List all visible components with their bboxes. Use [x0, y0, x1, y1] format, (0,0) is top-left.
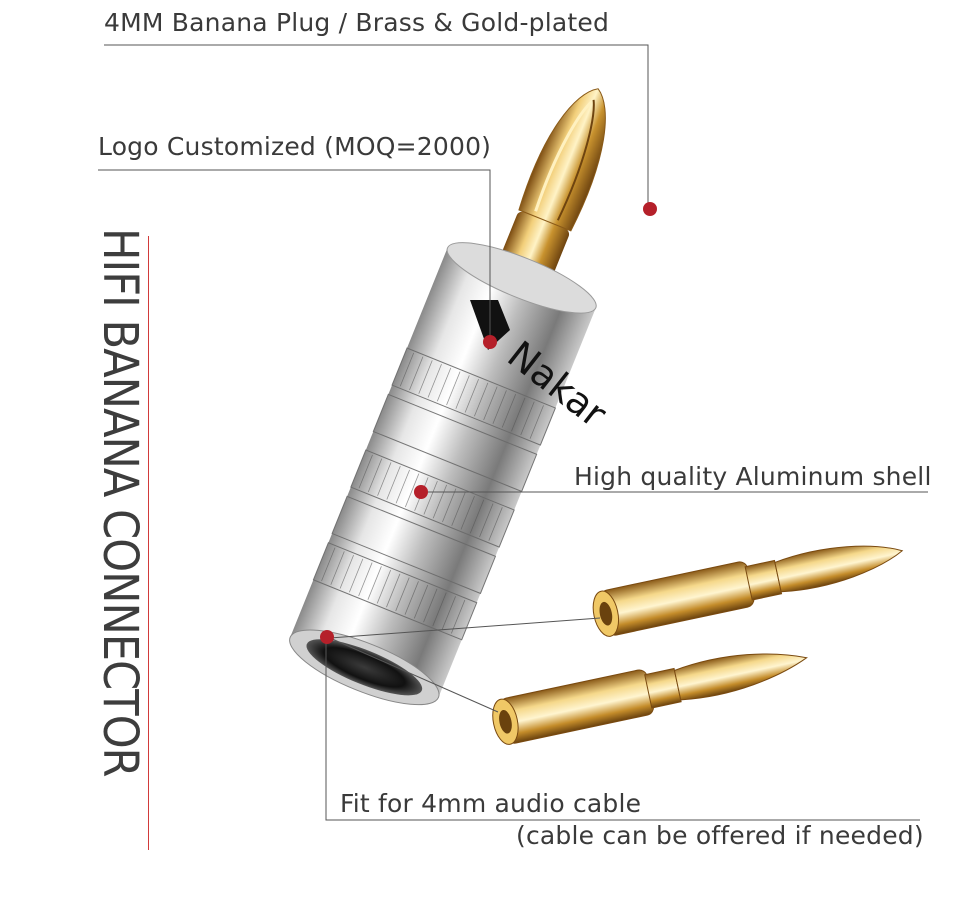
dot-tip — [643, 202, 657, 216]
dot-shell — [414, 485, 428, 499]
dot-logo — [483, 335, 497, 349]
callout-dots — [320, 202, 657, 644]
small-plug-lower — [492, 653, 808, 745]
accent-line — [148, 236, 149, 850]
aluminum-shell-label: High quality Aluminum shell — [574, 462, 932, 491]
callout-lines — [98, 44, 928, 821]
small-plug-upper — [592, 545, 904, 637]
vertical-title: HIFI BANANA CONNECTOR — [88, 228, 158, 858]
knurl-rings — [312, 347, 557, 641]
banana-plug-label: 4MM Banana Plug / Brass & Gold-plated — [104, 8, 610, 37]
fit-cable-label: Fit for 4mm audio cable — [340, 789, 642, 818]
logo-customized-label: Logo Customized (MOQ=2000) — [98, 132, 492, 161]
cable-offer-label: (cable can be offered if needed) — [516, 821, 924, 850]
dot-opening — [320, 630, 334, 644]
vertical-title-text: HIFI BANANA CONNECTOR — [92, 228, 148, 777]
main-connector — [289, 88, 606, 706]
